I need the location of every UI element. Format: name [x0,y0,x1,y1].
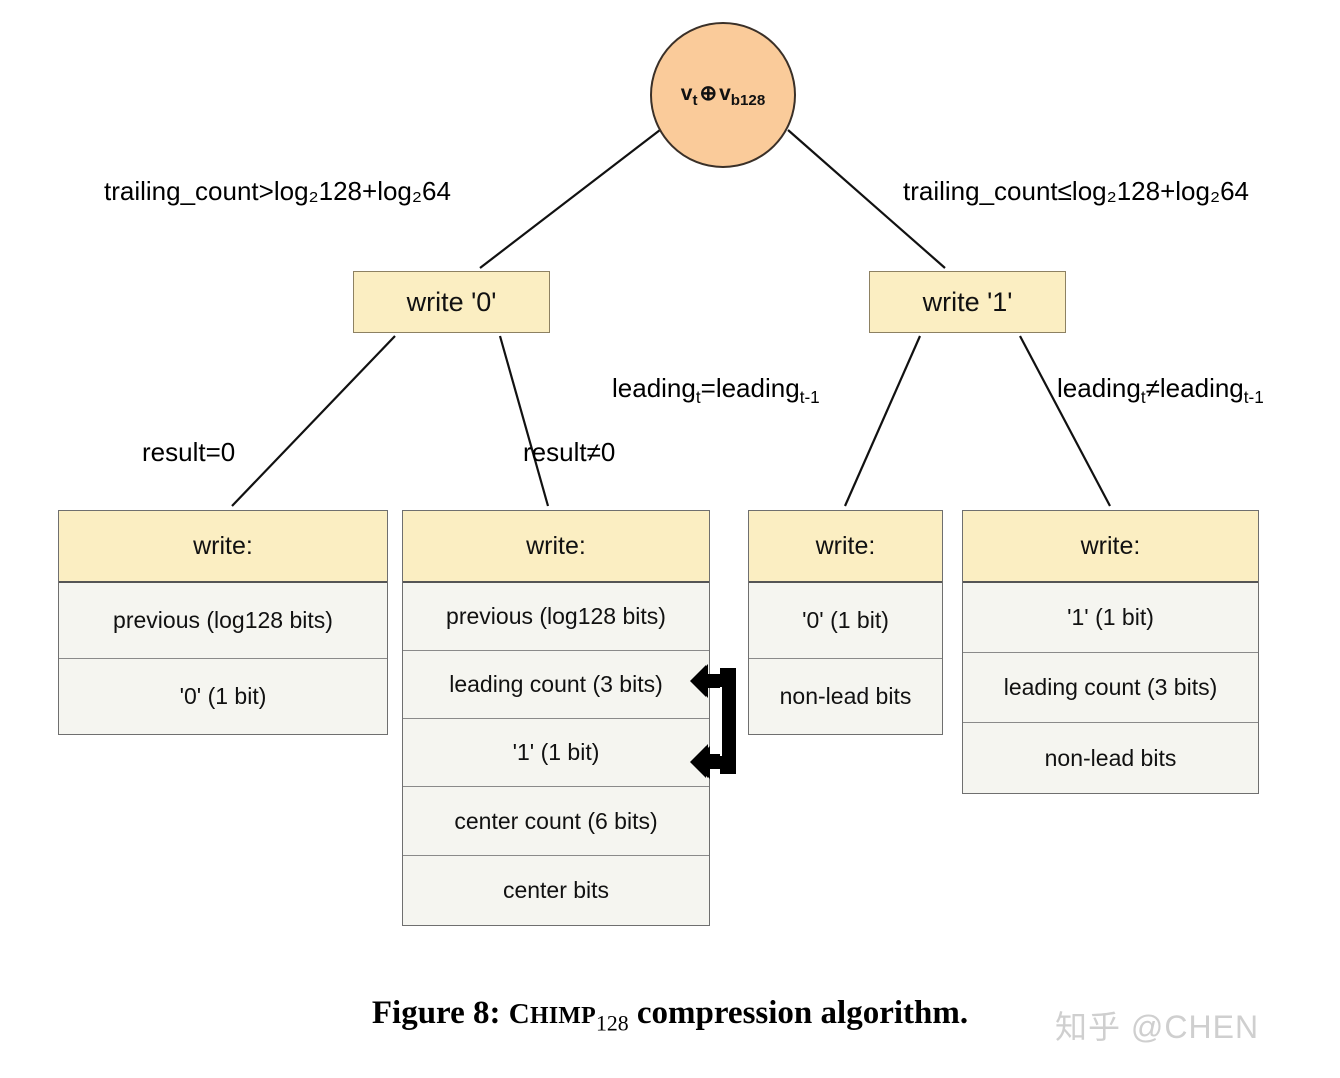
leaf-row: previous (log128 bits) [403,583,709,651]
watermark: 知乎 @CHEN [1055,1009,1260,1045]
leaf-row: '1' (1 bit) [963,583,1258,653]
leaf-box-write-center: write: previous (log128 bits) leading co… [402,510,710,926]
leaf-row: center count (6 bits) [403,787,709,856]
caption-algorithm-name: CHIMP [508,998,596,1030]
leaf-header: write: [749,511,942,583]
root-node: vt⊕vb128 [650,22,796,168]
leaf-header: write: [59,511,387,583]
figure-caption: Figure 8: CHIMP128 compression algorithm… [371,995,969,1036]
edge-label-result-equal: result=0 [142,437,236,467]
leaf-row: previous (log128 bits) [59,583,387,659]
edge-label-leading-equal: leadingt=leadingt-1 [612,373,820,408]
leaf-box-write-nonlead-zero: write: '0' (1 bit) non-lead bits [748,510,943,735]
edge-label-trailing-greater: trailing_count>log₂128+log₂64 [104,176,451,206]
leaf-box-write-nonlead-one: write: '1' (1 bit) leading count (3 bits… [962,510,1259,794]
leaf-row: '0' (1 bit) [749,583,942,659]
edge-label-leading-notequal: leadingt≠leadingt-1 [1057,373,1264,408]
leaf-header: write: [963,511,1258,583]
leaf-header: write: [403,511,709,583]
decision-write-1-label: write '1' [922,286,1013,317]
root-node-expression: vt⊕vb128 [680,81,766,110]
double-arrow-bracket-icon [690,664,736,779]
decision-write-0-label: write '0' [406,286,497,317]
edge-label-result-notequal: result≠0 [523,437,616,467]
leaf-row: leading count (3 bits) [403,651,709,719]
edge-label-trailing-less-equal: trailing_count≤log₂128+log₂64 [903,176,1249,206]
leaf-row: leading count (3 bits) [963,653,1258,723]
decision-write-1[interactable]: write '1' [869,271,1066,333]
leaf-row: non-lead bits [963,723,1258,793]
leaf-row: center bits [403,856,709,925]
leaf-row: '1' (1 bit) [403,719,709,787]
leaf-row: non-lead bits [749,659,942,734]
decision-write-0[interactable]: write '0' [353,271,550,333]
leaf-box-write-previous-zero: write: previous (log128 bits) '0' (1 bit… [58,510,388,735]
leaf-row: '0' (1 bit) [59,659,387,734]
